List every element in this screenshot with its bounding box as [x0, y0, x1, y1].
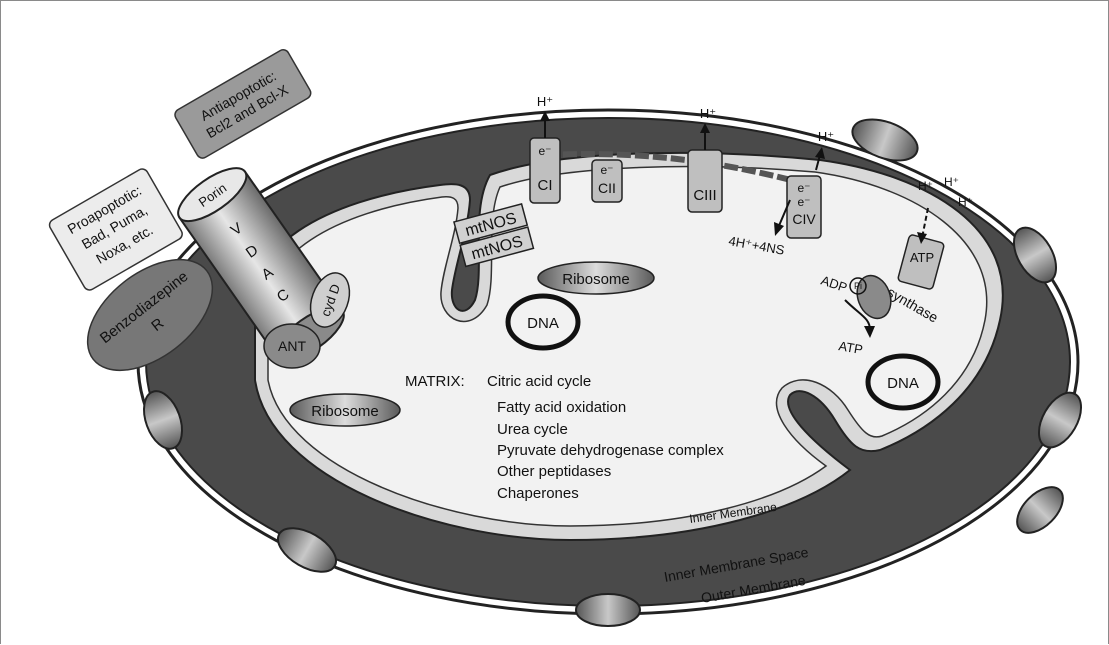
complex-iv-label: CIV — [792, 211, 816, 227]
electron-label: e⁻ — [600, 163, 613, 177]
proton-label: H⁺ — [958, 195, 973, 209]
matrix-item: Urea cycle — [497, 421, 568, 438]
pi-label: Pi — [854, 281, 862, 291]
pore — [1009, 479, 1071, 541]
ant-label: ANT — [278, 338, 306, 354]
electron-label: e⁻ — [797, 181, 810, 195]
complex-iii-label: CIII — [693, 187, 716, 204]
complex-i-label: CI — [538, 177, 553, 194]
dna-ring-lower: DNA — [868, 356, 938, 408]
proton-label: H⁺ — [944, 175, 959, 189]
matrix-item: Citric acid cycle — [487, 373, 591, 390]
complex-ii-label: CII — [598, 180, 616, 196]
proton-label: H⁺ — [818, 129, 834, 144]
ribosome-label: Ribosome — [311, 403, 379, 420]
dna-label: DNA — [527, 315, 559, 332]
ribosome-label: Ribosome — [562, 271, 630, 288]
matrix-item: Chaperones — [497, 485, 579, 502]
matrix-item: Fatty acid oxidation — [497, 399, 626, 416]
ribosome-lower: Ribosome — [290, 394, 400, 426]
atp-synthase-label: ATP — [910, 250, 934, 265]
pore — [576, 594, 640, 626]
dna-ring-upper: DNA — [508, 296, 578, 348]
antiapoptotic-tag: Antiapoptotic: Bcl2 and Bcl-X — [173, 48, 313, 161]
matrix-item: Pyruvate dehydrogenase complex — [497, 442, 724, 459]
matrix-title: MATRIX: — [405, 373, 465, 390]
proton-label: H⁺ — [537, 94, 553, 109]
ribosome-upper: Ribosome — [538, 262, 654, 294]
ant-protein: ANT — [264, 324, 320, 368]
electron-label: e⁻ — [538, 144, 551, 158]
proton-label: H⁺ — [918, 179, 933, 193]
complex-ii: e⁻ CII — [592, 160, 622, 202]
dna-label: DNA — [887, 375, 919, 392]
electron-label: e⁻ — [797, 195, 810, 209]
proton-label: H⁺ — [700, 106, 716, 121]
matrix-item: Other peptidases — [497, 463, 611, 480]
